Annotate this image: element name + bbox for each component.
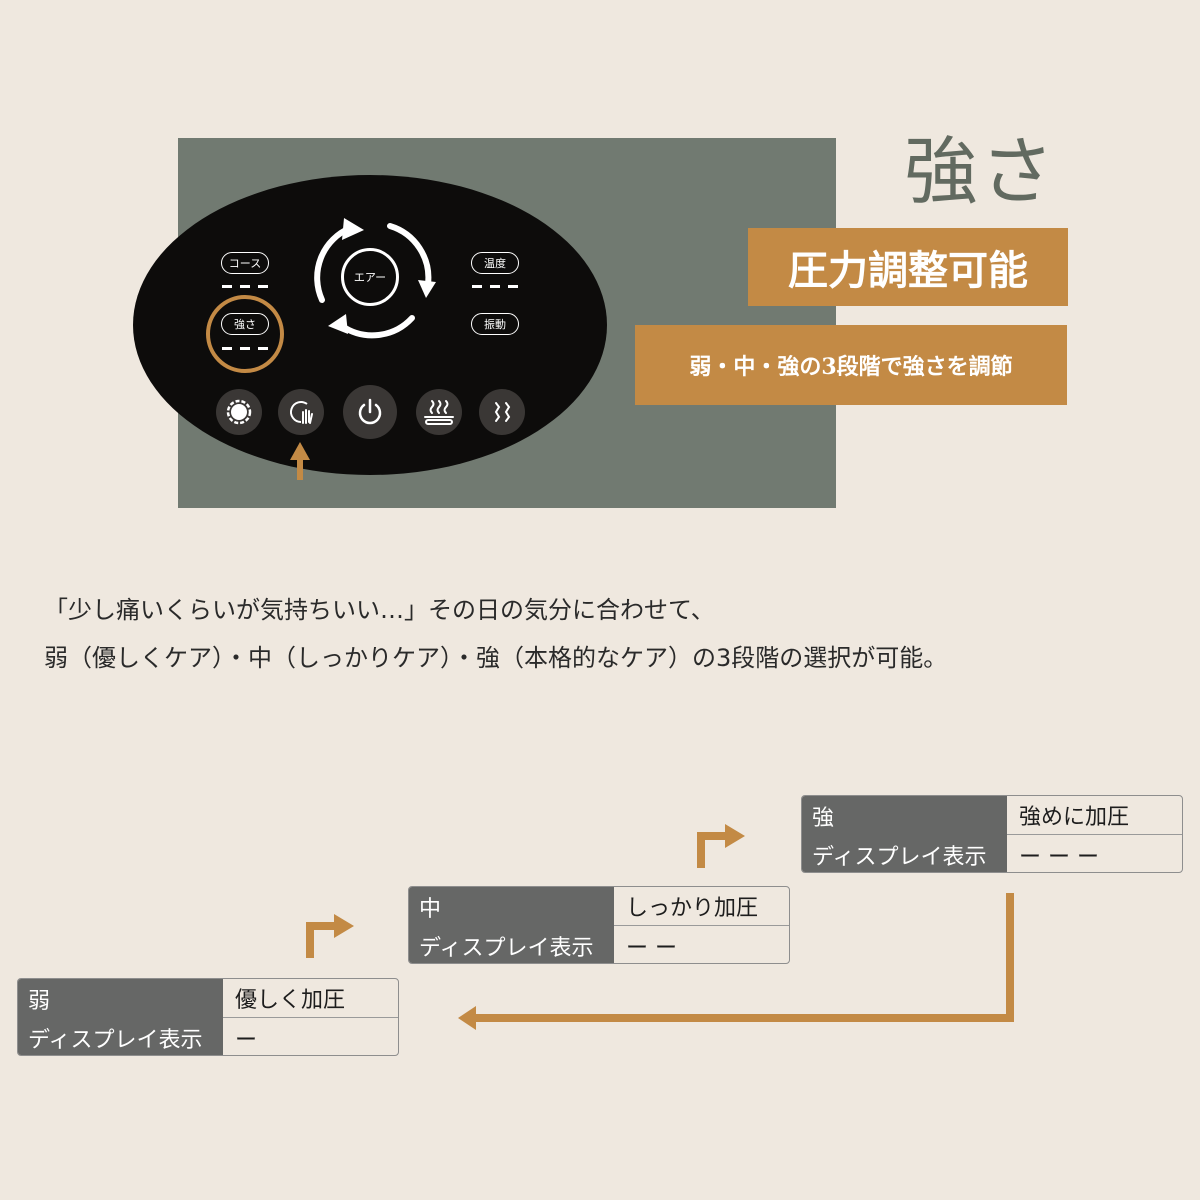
temperature-level-dashes (472, 285, 518, 288)
step-up-arrow-icon (306, 914, 354, 958)
display-label: ディスプレイ表示 (802, 835, 1007, 872)
course-indicator: コース (221, 252, 269, 274)
strength-level-dashes (222, 347, 268, 350)
strength-button[interactable] (278, 389, 324, 435)
pressure-adjustable-badge: 圧力調整可能 (748, 228, 1068, 306)
level-pressure: 強めに加圧 (1007, 796, 1182, 835)
page-title: 強さ (904, 129, 1056, 215)
course-level-dashes (222, 285, 268, 288)
air-cycle-arrows-icon (314, 218, 436, 339)
power-button[interactable] (343, 385, 397, 439)
level-name: 弱 (18, 979, 223, 1018)
display-value: ー ー ー (1019, 844, 1099, 870)
course-button[interactable] (216, 389, 262, 435)
air-indicator: エアー (341, 248, 399, 306)
course-icon (226, 399, 252, 425)
level-table-medium: 中 しっかり加圧 ディスプレイ表示 ー ー (408, 886, 790, 964)
description-line-1: 「少し痛いくらいが気持ちいい…」その日の気分に合わせて、 (44, 596, 715, 624)
display-value: ー ー (626, 935, 677, 961)
vibration-indicator: 振動 (471, 313, 519, 335)
description-line-2: 弱（優しくケア）・中（しっかりケア）・強（本格的なケア）の3段階の選択が可能。 (44, 644, 948, 672)
level-name: 強 (802, 796, 1007, 835)
display-label: ディスプレイ表示 (18, 1018, 223, 1055)
display-value: ー (235, 1027, 258, 1053)
three-level-badge: 弱・中・強の3段階で強さを調節 (635, 325, 1067, 405)
power-icon (358, 398, 382, 425)
vibration-button[interactable] (479, 389, 525, 435)
step-up-arrow-icon (697, 824, 745, 868)
temperature-indicator: 温度 (471, 252, 519, 274)
level-pressure: 優しく加圧 (223, 979, 398, 1018)
level-pressure: しっかり加圧 (614, 887, 789, 926)
level-table-strong: 強 強めに加圧 ディスプレイ表示 ー ー ー (801, 795, 1183, 873)
level-table-weak: 弱 優しく加圧 ディスプレイ表示 ー (17, 978, 399, 1056)
heat-button[interactable] (416, 389, 462, 435)
strength-indicator: 強さ (221, 313, 269, 335)
strength-icon (290, 401, 313, 424)
vibration-icon (494, 402, 511, 422)
heat-icon (424, 400, 454, 425)
level-name: 中 (409, 887, 614, 926)
display-label: ディスプレイ表示 (409, 926, 614, 963)
